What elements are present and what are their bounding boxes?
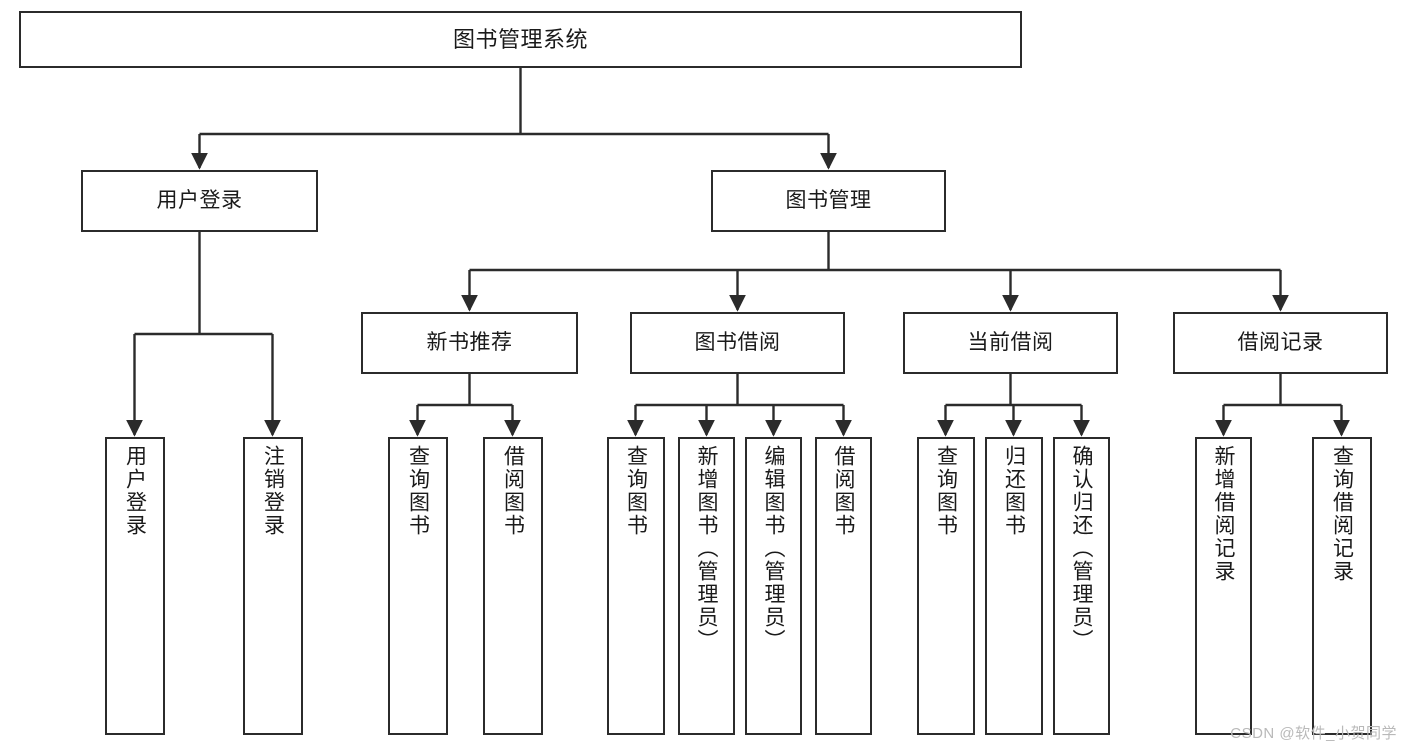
leaf-node-query-book-current[interactable]: 查询图书	[917, 437, 975, 735]
node-book-management[interactable]: 图书管理	[711, 170, 946, 232]
leaf-label: 注销登录	[261, 445, 285, 537]
leaf-label: 查询图书	[406, 445, 430, 537]
leaf-node-edit-book-admin[interactable]: 编辑图书（管理员）	[745, 437, 802, 735]
leaf-node-logout[interactable]: 注销登录	[243, 437, 303, 735]
leaf-node-add-book-admin[interactable]: 新增图书（管理员）	[678, 437, 735, 735]
node-user-login-label: 用户登录	[156, 188, 243, 212]
node-new-book-recommend-label: 新书推荐	[426, 330, 513, 354]
node-book-management-label: 图书管理	[785, 188, 872, 212]
leaf-label: 查询图书	[624, 445, 648, 537]
node-root-label: 图书管理系统	[452, 26, 588, 52]
csdn-watermark: CSDN @软件_小贺同学	[1230, 725, 1397, 742]
leaf-node-return-book[interactable]: 归还图书	[985, 437, 1043, 735]
leaf-node-borrow-book-rec[interactable]: 借阅图书	[483, 437, 543, 735]
node-borrow-record[interactable]: 借阅记录	[1173, 312, 1388, 374]
leaf-label: 新增图书（管理员）	[695, 445, 718, 652]
leaf-label: 编辑图书（管理员）	[762, 445, 785, 652]
leaf-label: 借阅图书	[501, 445, 525, 537]
node-current-borrow-label: 当前借阅	[967, 330, 1054, 354]
node-current-borrow[interactable]: 当前借阅	[903, 312, 1118, 374]
node-root-system[interactable]: 图书管理系统	[19, 11, 1022, 68]
leaf-label: 查询图书	[934, 445, 958, 537]
leaf-node-query-borrow-record[interactable]: 查询借阅记录	[1312, 437, 1372, 735]
leaf-node-add-borrow-record[interactable]: 新增借阅记录	[1195, 437, 1252, 735]
leaf-label: 新增借阅记录	[1212, 445, 1235, 583]
leaf-label: 查询借阅记录	[1330, 445, 1354, 583]
leaf-label: 归还图书	[1002, 445, 1026, 537]
leaf-label: 确认归还（管理员）	[1070, 445, 1093, 652]
node-book-borrow[interactable]: 图书借阅	[630, 312, 845, 374]
leaf-node-query-book-borrow[interactable]: 查询图书	[607, 437, 665, 735]
node-new-book-recommend[interactable]: 新书推荐	[361, 312, 578, 374]
node-book-borrow-label: 图书借阅	[694, 330, 781, 354]
leaf-node-query-book-rec[interactable]: 查询图书	[388, 437, 448, 735]
leaf-label: 借阅图书	[832, 445, 855, 537]
leaf-label: 用户登录	[123, 445, 147, 537]
leaf-node-confirm-return-admin[interactable]: 确认归还（管理员）	[1053, 437, 1110, 735]
node-borrow-record-label: 借阅记录	[1237, 330, 1324, 354]
leaf-node-borrow-book[interactable]: 借阅图书	[815, 437, 872, 735]
node-user-login[interactable]: 用户登录	[81, 170, 318, 232]
leaf-node-user-login[interactable]: 用户登录	[105, 437, 165, 735]
